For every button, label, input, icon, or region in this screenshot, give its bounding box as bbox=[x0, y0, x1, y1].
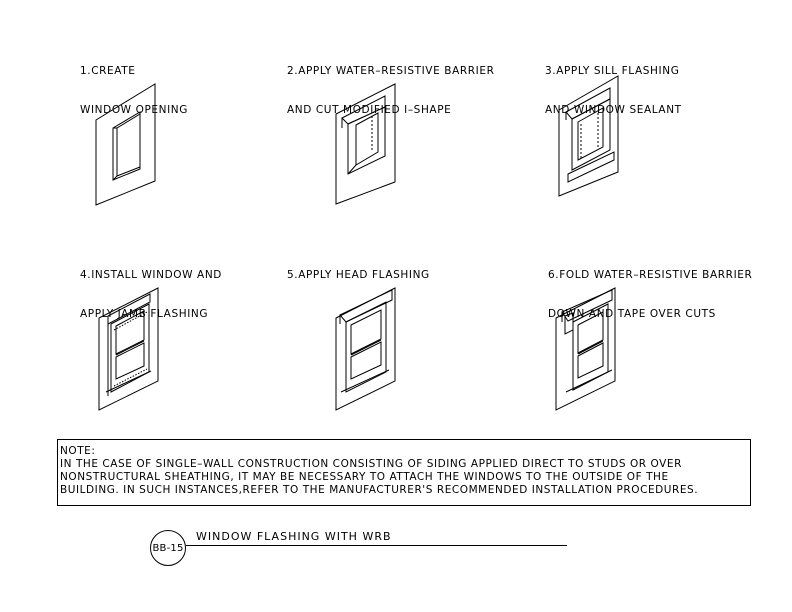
step-label-line: 2.APPLY WATER–RESISTIVE BARRIER bbox=[287, 65, 495, 77]
step-6-label: 6.FOLD WATER–RESISTIVE BARRIER DOWN AND … bbox=[548, 243, 752, 334]
step-label-line: 4.INSTALL WINDOW AND bbox=[80, 269, 222, 281]
step-4-drawing bbox=[98, 287, 159, 411]
step-label-line: 1.CREATE bbox=[80, 65, 136, 77]
step-2-drawing bbox=[335, 83, 396, 205]
step-5-label: 5.APPLY HEAD FLASHING bbox=[287, 243, 430, 295]
step-label-line: 5.APPLY HEAD FLASHING bbox=[287, 269, 430, 281]
step-label-line: 3.APPLY SILL FLASHING bbox=[545, 65, 680, 77]
detail-tag-text: BB-15 bbox=[152, 542, 184, 554]
note-line-3: BUILDING. IN SUCH INSTANCES,REFER TO THE… bbox=[60, 484, 699, 496]
note-box bbox=[57, 439, 751, 506]
note-heading: NOTE: bbox=[60, 445, 96, 457]
note-line-1: IN THE CASE OF SINGLE–WALL CONSTRUCTION … bbox=[60, 458, 682, 470]
step-label-line: WINDOW OPENING bbox=[80, 104, 188, 116]
step-3-drawing bbox=[558, 75, 619, 197]
step-2-label: 2.APPLY WATER–RESISTIVE BARRIER AND CUT … bbox=[287, 39, 494, 130]
step-6-drawing bbox=[555, 287, 616, 411]
step-label-line: AND WINDOW SEALANT bbox=[545, 104, 682, 116]
step-4-label: 4.INSTALL WINDOW AND APPLY JAMB FLASHING bbox=[80, 243, 222, 334]
detail-tag: BB-15 bbox=[150, 530, 186, 566]
step-1-label: 1.CREATE WINDOW OPENING bbox=[80, 39, 188, 130]
title-underline bbox=[186, 545, 567, 546]
step-3-label: 3.APPLY SILL FLASHING AND WINDOW SEALANT bbox=[545, 39, 682, 130]
step-label-line: 6.FOLD WATER–RESISTIVE BARRIER bbox=[548, 269, 753, 281]
step-1-drawing bbox=[95, 83, 156, 206]
note-line-2: NONSTRUCTURAL SHEATHING, IT MAY BE NECES… bbox=[60, 471, 669, 483]
detail-title: WINDOW FLASHING WITH WRB bbox=[196, 530, 392, 543]
step-5-drawing bbox=[335, 287, 396, 411]
